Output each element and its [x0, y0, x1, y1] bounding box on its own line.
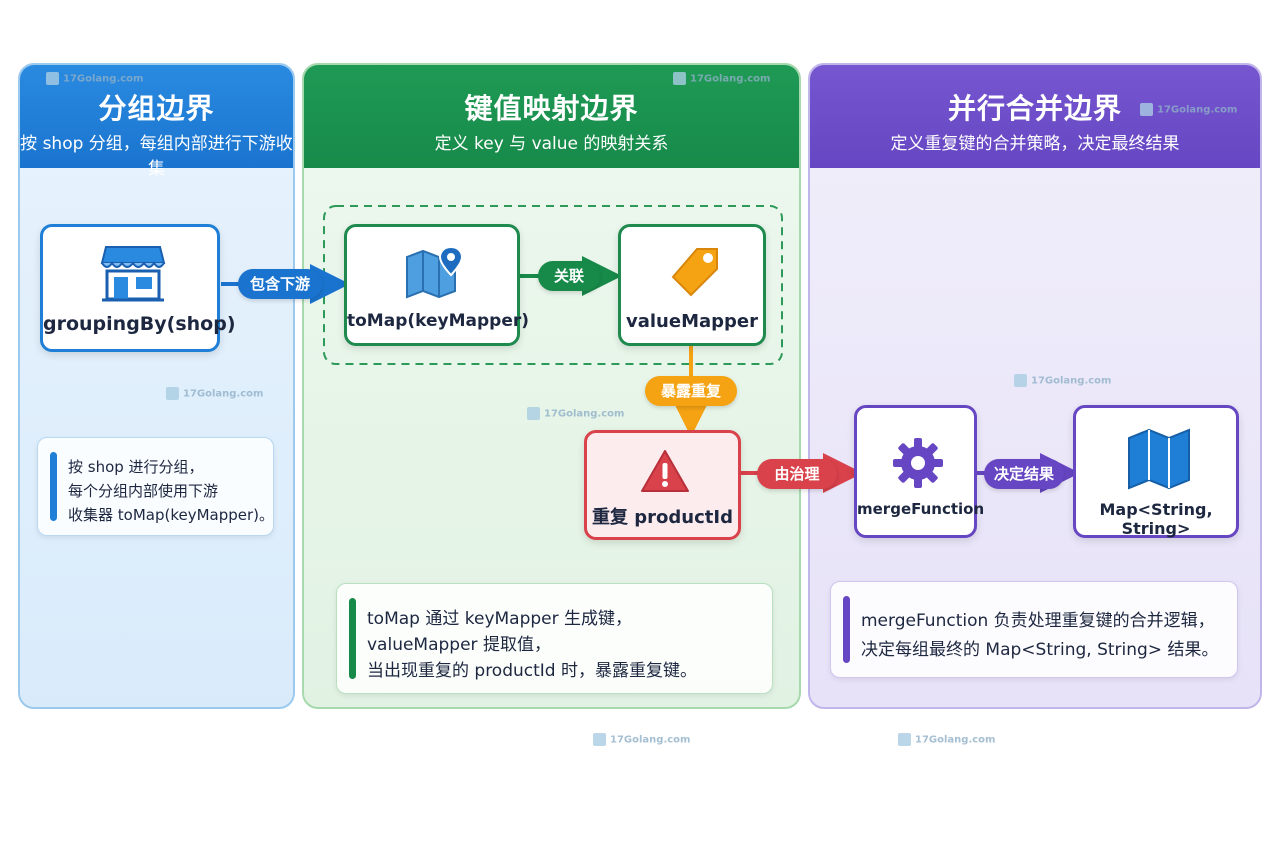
mapping-boundary-header: 键值映射边界 定义 key 与 value 的映射关系	[304, 65, 799, 168]
watermark: 17Golang.com	[673, 72, 770, 85]
watermark-logo-icon	[1140, 103, 1153, 116]
grouping-note-line-1: 按 shop 进行分组，	[68, 458, 204, 476]
merge-note: mergeFunction 负责处理重复键的合并逻辑， 决定每组最终的 Map<…	[830, 581, 1238, 678]
tag-icon	[671, 248, 718, 297]
merge-boundary-subtitle: 定义重复键的合并策略，决定最终结果	[890, 134, 1180, 154]
edge-contains-label: 包含下游	[238, 269, 322, 299]
watermark-logo-icon	[166, 387, 179, 400]
watermark: 17Golang.com	[1014, 374, 1111, 387]
watermark: 17Golang.com	[166, 387, 263, 400]
grouping-boundary-title: 分组边界	[98, 92, 215, 125]
grouping-by-node: groupingBy(shop)	[40, 224, 236, 352]
grouping-boundary-header: 分组边界 按 shop 分组，每组内部进行下游收集	[20, 65, 293, 179]
merge-note-line-2: 决定每组最终的 Map<String, String> 结果。	[861, 640, 1219, 660]
result-map-node: Map<String, String>	[1073, 405, 1239, 538]
grouping-note-bar	[50, 452, 57, 521]
mapping-note-line-3: 当出现重复的 productId 时，暴露重复键。	[367, 661, 697, 681]
to-map-label: toMap(keyMapper)	[347, 311, 530, 331]
watermark-text: 17Golang.com	[183, 388, 264, 400]
watermark-text: 17Golang.com	[690, 73, 771, 85]
grouping-boundary-subtitle: 按 shop 分组，每组内部进行下游收集	[20, 134, 293, 179]
mapping-boundary-title: 键值映射边界	[464, 92, 639, 125]
watermark-logo-icon	[46, 72, 59, 85]
value-mapper-node: valueMapper	[618, 224, 766, 346]
store-icon	[100, 246, 166, 302]
edge-governed-label: 由治理	[757, 459, 837, 489]
duplicate-product-id-node: 重复 productId	[584, 430, 741, 540]
watermark: 17Golang.com	[1140, 103, 1237, 116]
watermark-logo-icon	[593, 733, 606, 746]
watermark: 17Golang.com	[593, 733, 690, 746]
edge-expose-label: 暴露重复	[645, 376, 737, 406]
merge-function-label: mergeFunction	[857, 500, 985, 518]
grouping-note: 按 shop 进行分组， 每个分组内部使用下游 收集器 toMap(keyMap…	[37, 437, 274, 536]
watermark: 17Golang.com	[527, 407, 624, 420]
merge-boundary-title: 并行合并边界	[947, 92, 1122, 125]
merge-note-line-1: mergeFunction 负责处理重复键的合并逻辑，	[861, 611, 1215, 631]
mapping-note-line-2: valueMapper 提取值，	[367, 635, 551, 655]
watermark-text: 17Golang.com	[63, 73, 144, 85]
grouping-boundary-panel: 分组边界 按 shop 分组，每组内部进行下游收集	[18, 63, 295, 709]
mapping-note-line-1: toMap 通过 keyMapper 生成键，	[367, 609, 633, 629]
merge-note-bar	[843, 596, 850, 663]
grouping-note-line-3: 收集器 toMap(keyMapper)。	[68, 506, 275, 524]
mapping-note: toMap 通过 keyMapper 生成键， valueMapper 提取值，…	[336, 583, 773, 694]
watermark: 17Golang.com	[898, 733, 995, 746]
gear-icon	[893, 438, 943, 488]
warning-icon	[641, 450, 689, 492]
merge-function-node: mergeFunction	[854, 405, 985, 538]
watermark-text: 17Golang.com	[915, 734, 996, 746]
duplicate-product-id-label: 重复 productId	[592, 507, 733, 528]
watermark-text: 17Golang.com	[544, 408, 625, 420]
grouping-by-label: groupingBy(shop)	[43, 313, 236, 335]
edge-associate-label: 关联	[538, 261, 600, 291]
watermark-text: 17Golang.com	[1031, 375, 1112, 387]
watermark-logo-icon	[673, 72, 686, 85]
mapping-note-bar	[349, 598, 356, 679]
watermark-text: 17Golang.com	[610, 734, 691, 746]
map-icon	[1128, 428, 1190, 490]
watermark-logo-icon	[1014, 374, 1027, 387]
merge-boundary-header: 并行合并边界 定义重复键的合并策略，决定最终结果	[810, 65, 1260, 168]
grouping-note-line-2: 每个分组内部使用下游	[68, 482, 219, 500]
to-map-node: toMap(keyMapper)	[344, 224, 530, 346]
watermark-logo-icon	[527, 407, 540, 420]
mapping-boundary-subtitle: 定义 key 与 value 的映射关系	[434, 134, 669, 154]
edge-decide-label: 决定结果	[984, 459, 1064, 489]
watermark-logo-icon	[898, 733, 911, 746]
value-mapper-label: valueMapper	[626, 311, 758, 332]
watermark: 17Golang.com	[46, 72, 143, 85]
result-map-label: Map<String, String>	[1099, 500, 1213, 538]
watermark-text: 17Golang.com	[1157, 104, 1238, 116]
map-pin-icon	[406, 245, 464, 299]
